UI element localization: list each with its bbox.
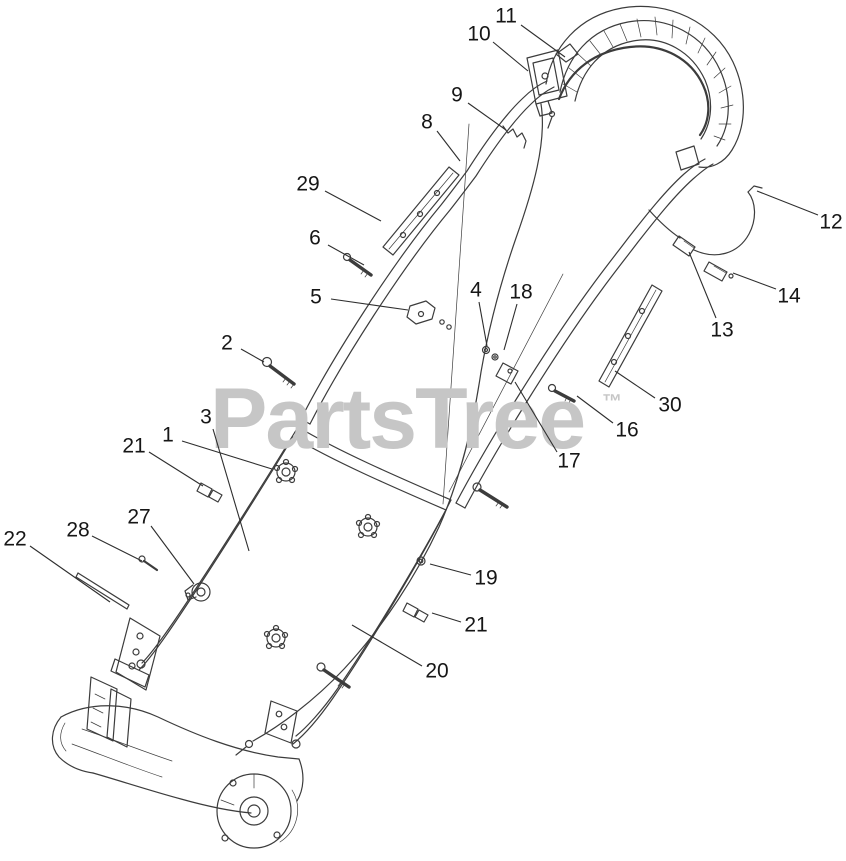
- leader-line-10: [492, 41, 529, 72]
- callout-10: 10: [467, 22, 491, 46]
- callout-20: 20: [425, 659, 449, 683]
- leader-line-30: [614, 370, 656, 399]
- callout-8: 8: [421, 110, 433, 134]
- mower-deck: [51, 676, 304, 849]
- callout-27: 27: [127, 505, 151, 529]
- callout-3: 3: [200, 405, 212, 429]
- watermark-trademark-symbol: ™: [602, 391, 622, 413]
- leader-line-6: [327, 244, 365, 266]
- handle-brace-29: [382, 166, 460, 256]
- callout-12: 12: [819, 210, 843, 234]
- watermark: PartsTree ™: [210, 376, 622, 462]
- callout-1: 1: [162, 423, 174, 447]
- leader-line-27: [150, 525, 195, 585]
- callout-30: 30: [658, 393, 682, 417]
- leader-line-22: [29, 545, 111, 603]
- callout-13: 13: [710, 318, 734, 342]
- leader-line-12: [756, 190, 819, 216]
- leader-line-28: [91, 535, 143, 562]
- callout-14: 14: [777, 284, 801, 308]
- callout-18: 18: [509, 280, 533, 304]
- leader-line-16: [576, 395, 614, 424]
- callout-21: 21: [122, 434, 146, 458]
- leader-line-3: [212, 428, 250, 552]
- leader-line-5: [330, 298, 409, 311]
- handle-brace-30: [598, 284, 663, 388]
- cable-end-assembly: [648, 185, 763, 282]
- leader-line-29: [324, 190, 382, 222]
- callout-11: 11: [495, 4, 517, 28]
- leader-line-1: [181, 440, 273, 470]
- callout-5: 5: [310, 285, 322, 309]
- callout-4: 4: [470, 278, 482, 302]
- control-cable: [235, 103, 544, 756]
- watermark-text: PartsTree: [210, 371, 586, 467]
- leader-line-8: [436, 130, 461, 162]
- leader-line-9: [467, 102, 507, 131]
- callout-28: 28: [66, 518, 90, 542]
- callout-19: 19: [474, 566, 498, 590]
- callout-6: 6: [309, 226, 321, 250]
- callout-22: 22: [3, 527, 27, 551]
- callout-17: 17: [557, 449, 581, 473]
- callout-9: 9: [451, 83, 463, 107]
- fasteners-and-hardware: [75, 252, 576, 691]
- leader-line-21: [431, 612, 462, 623]
- leader-line-4: [478, 301, 488, 347]
- leader-line-13: [688, 251, 717, 319]
- leader-line-2: [240, 348, 265, 363]
- leader-line-14: [732, 272, 777, 290]
- callout-29: 29: [296, 172, 320, 196]
- leader-line-21: [148, 451, 204, 487]
- upper-handle-grip-assembly: [545, 5, 744, 171]
- return-spring: [502, 125, 527, 149]
- leader-line-17: [514, 381, 558, 453]
- upper-handle-tubes: [300, 80, 714, 509]
- lower-handle-tubes: [136, 426, 452, 749]
- construction-lines: [442, 123, 564, 505]
- leader-line-20: [351, 624, 423, 667]
- leader-line-11: [520, 24, 566, 58]
- leader-line-18: [503, 303, 518, 351]
- callout-2: 2: [221, 331, 233, 355]
- callout-16: 16: [615, 418, 639, 442]
- leader-line-19: [429, 563, 472, 576]
- callout-21: 21: [464, 613, 488, 637]
